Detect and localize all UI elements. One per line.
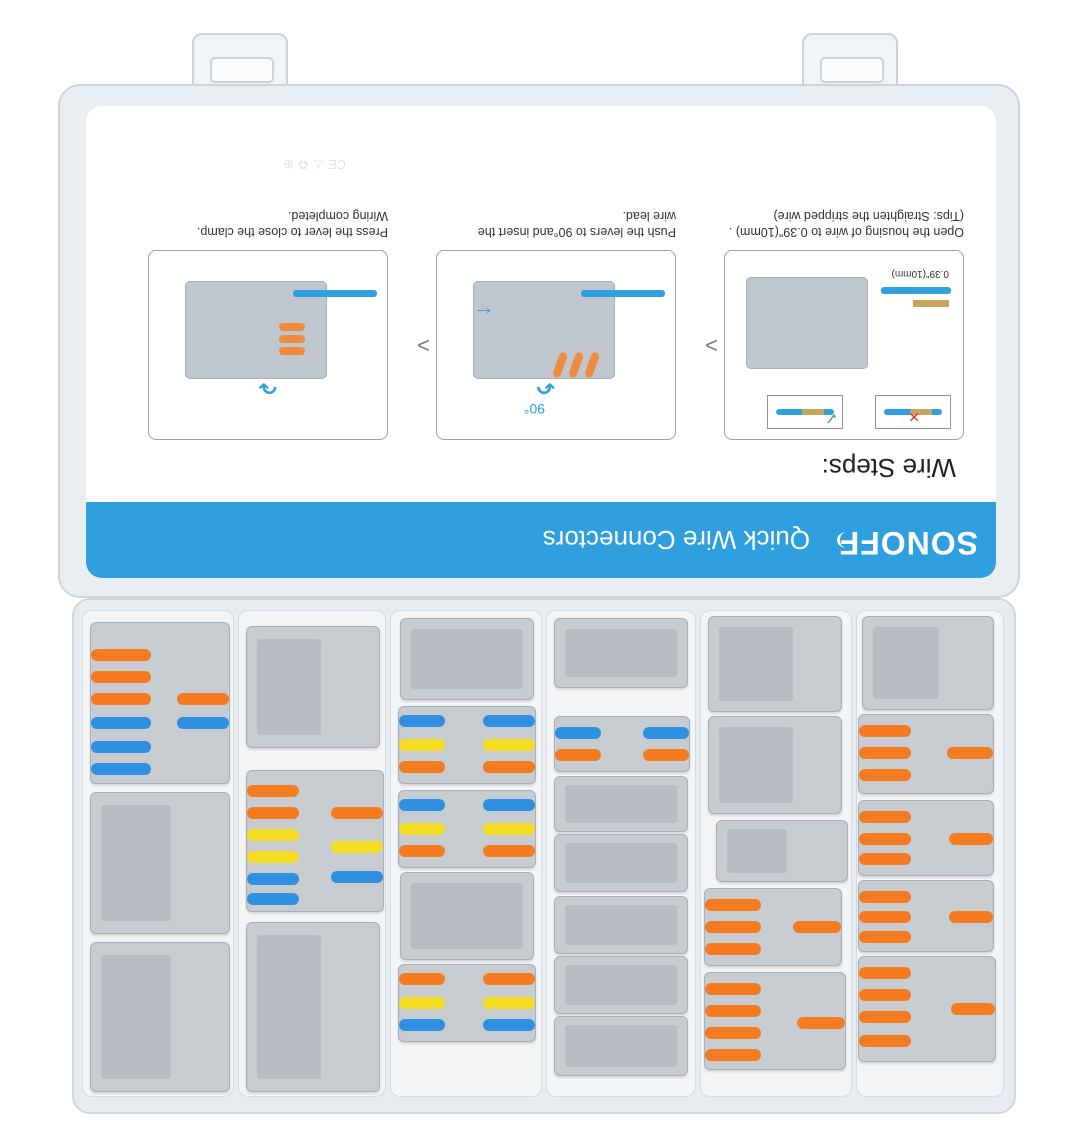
splice-connector <box>90 942 230 1092</box>
splice-connector <box>716 820 848 882</box>
lever-connector <box>246 770 384 912</box>
certification-marks: CE ⚠ ♻ ⊕ <box>282 157 346 172</box>
steps-heading: Wire Steps: <box>821 453 956 483</box>
splice-connector <box>708 616 842 712</box>
product-title: Quick Wire Connectors <box>542 525 810 555</box>
wire-illustration <box>293 290 377 297</box>
lever-connector <box>398 706 536 784</box>
wrong-strip-example: ✕ <box>875 395 951 429</box>
brand-logo: SONOFF <box>838 525 978 561</box>
splice-connector <box>554 956 688 1014</box>
lever-connector <box>554 716 690 772</box>
splice-connector <box>554 896 688 954</box>
splice-connector <box>246 922 380 1092</box>
splice-connector <box>400 872 534 960</box>
step-2-panel: 90° ↶ ← <box>436 250 676 440</box>
splice-connector <box>862 616 994 710</box>
splice-connector <box>554 834 688 892</box>
step-1-text: Open the housing of wire to 0.39"(10mm) … <box>728 209 964 239</box>
next-chevron-1: > <box>705 333 718 358</box>
instruction-card: SONOFF Quick Wire Connectors Wire Steps:… <box>86 106 996 578</box>
brand-banner: SONOFF Quick Wire Connectors <box>86 502 996 578</box>
splice-connector <box>246 626 380 748</box>
step-1-panel: ✕ ✓ 0.39"(10mm) <box>724 250 964 440</box>
lever-connector <box>398 790 536 868</box>
lever-connector <box>704 972 846 1070</box>
splice-connector <box>554 1016 688 1076</box>
splice-connector <box>90 792 230 934</box>
strip-length-label: 0.39"(10mm) <box>891 268 949 279</box>
wifi-wave-icon <box>837 532 856 548</box>
lever-connector <box>858 880 994 952</box>
splice-connector <box>708 716 842 814</box>
lever-connector <box>858 714 994 794</box>
splice-connector <box>400 618 534 700</box>
correct-strip-example: ✓ <box>767 395 843 429</box>
step-3-text: Press the lever to close the clamp.Wirin… <box>196 209 388 239</box>
splice-connector <box>554 776 688 832</box>
angle-label: 90° <box>523 401 545 417</box>
connector-housing-illustration <box>746 277 868 369</box>
wire-illustration <box>881 287 951 294</box>
lever-connector <box>704 888 842 966</box>
insert-arrow-icon: ← <box>473 302 495 327</box>
wire-illustration <box>581 290 665 297</box>
lever-connector <box>858 800 994 876</box>
lever-connector <box>858 956 996 1062</box>
lever-connector <box>90 622 230 784</box>
splice-connector <box>554 618 688 688</box>
step-3-panel: ↷ <box>148 250 388 440</box>
lever-connector <box>398 964 536 1042</box>
next-chevron-2: > <box>417 333 430 358</box>
